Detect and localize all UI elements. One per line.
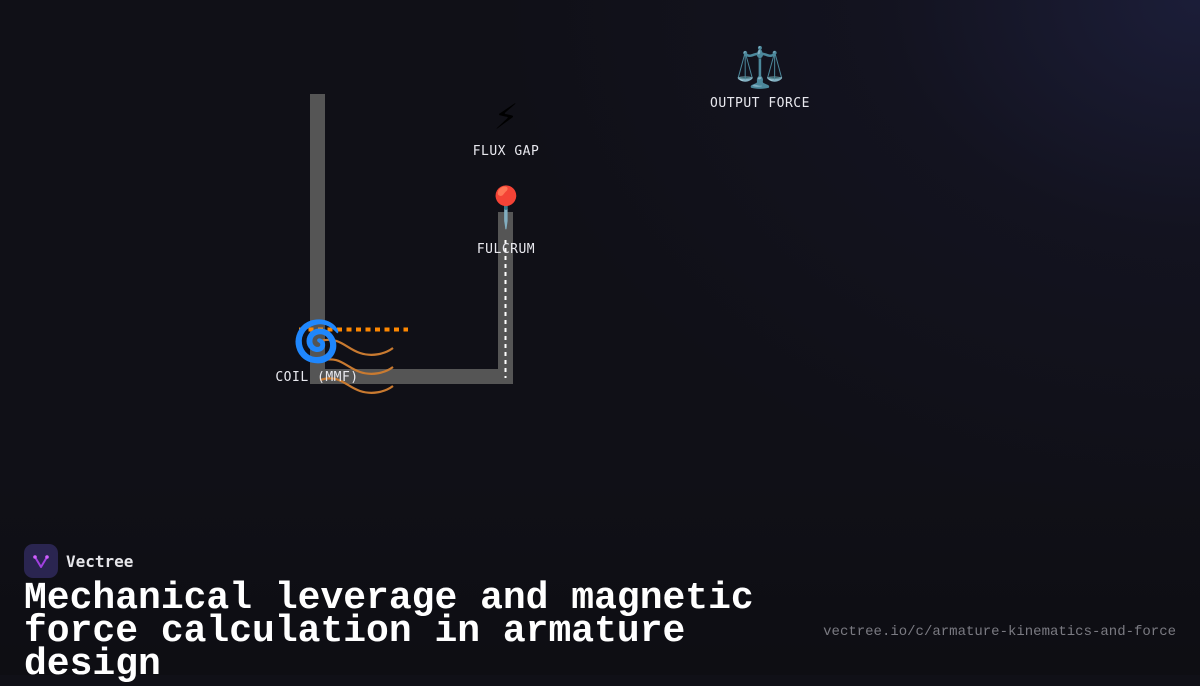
node-label: COIL (MMF)	[275, 370, 359, 385]
spiral-icon: 🌀	[292, 319, 342, 365]
pushpin-icon: 📍	[481, 185, 531, 231]
background-fade	[0, 475, 1200, 675]
field-waves	[319, 338, 394, 394]
node-label: FULCRUM	[476, 242, 536, 257]
node-coil: 🌀 COIL (MMF)	[275, 320, 358, 385]
balance-scale-icon: ⚖️	[735, 45, 785, 91]
node-flux-gap: ⚡ FLUX GAP	[473, 94, 540, 159]
brand-name: Vectree	[66, 551, 134, 571]
page-title: Mechanical leverage and magnetic force c…	[24, 577, 754, 686]
page-url: vectree.io/c/armature-kinematics-and-for…	[823, 624, 1176, 640]
node-output-force: ⚖️ OUTPUT FORCE	[710, 46, 810, 111]
node-label: FLUX GAP	[472, 144, 540, 159]
brand: Vectree	[24, 544, 133, 578]
node-fulcrum: 📍 FULCRUM	[477, 186, 535, 257]
lightning-icon: ⚡	[493, 93, 519, 139]
vectree-logo-icon	[24, 544, 58, 578]
node-label: OUTPUT FORCE	[710, 96, 810, 111]
armature-frame	[310, 94, 513, 384]
